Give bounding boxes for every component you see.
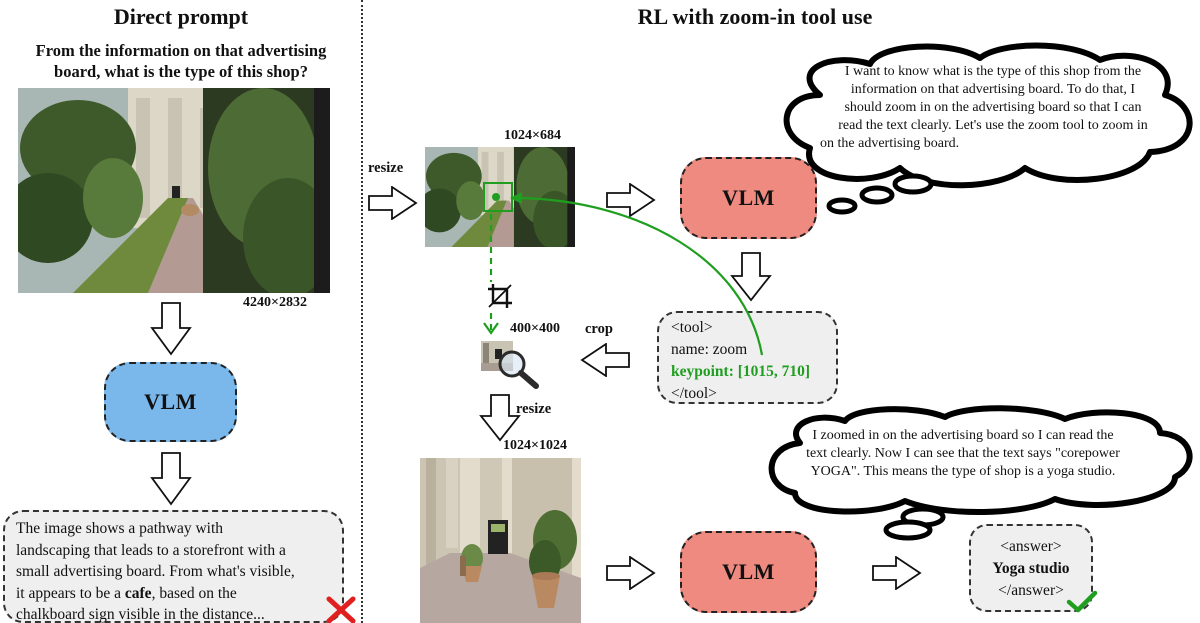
wrong-cross-icon [326,596,356,623]
vlm-box-answer: VLM [680,531,817,613]
check-icon [1066,590,1098,613]
resized-size-label: 1024×684 [504,128,561,143]
response-line: it appears to be a cafe, based on the [16,583,332,605]
direct-response-box: The image shows a pathway with landscapi… [3,510,344,623]
arrow-left-icon [580,343,630,377]
arrow-right-icon [368,186,418,220]
response-line: small advertising board. From what's vis… [16,563,295,580]
thought-line: should zoom in on the advertising board … [844,100,1142,115]
thought-text: I want to know what is the type of this … [808,63,1178,153]
thought-bubble [783,42,1193,215]
tool-open-tag: <tool> [671,319,713,336]
zoom-keypoint-dot [492,193,500,201]
response-line: landscaping that leads to a storefront w… [16,541,286,559]
vlm-label: VLM [722,185,775,210]
left-title: Direct prompt [113,4,249,29]
arrow-down-icon [150,452,192,506]
response-line: The image shows a pathway with [16,520,224,537]
answer-value: Yoga studio [992,560,1070,577]
zoomed-size-label: 1024×1024 [503,438,567,453]
resized-photo [425,147,575,247]
vlm-label: VLM [722,559,775,584]
response-answer-bold: cafe [124,584,152,602]
arrow-down-icon [479,394,521,442]
question-line: board, what is the type of this shop? [54,62,308,81]
zoomed-photo-art [420,458,581,623]
response-line: chalkboard sign visible in the distance.… [16,606,265,623]
original-photo-art [18,88,330,293]
thought-line: YOGA". This means the type of shop is a … [810,464,1116,479]
arrow-right-icon [606,183,656,217]
original-photo [18,88,330,293]
thought-bubble-dot [883,519,933,541]
resized-photo-art [425,147,575,247]
crop-label: crop [585,321,613,337]
right-title: RL with zoom-in tool use [637,4,873,29]
answer-box: <answer> Yoga studio </answer> [969,524,1093,612]
tool-name: name: zoom [671,341,748,358]
thought-line: I zoomed in on the advertising board so … [812,428,1114,443]
arrow-down-icon [730,252,772,302]
thought-line: information on that advertising board. T… [850,82,1136,97]
response-text: it appears to be a [16,584,125,602]
question-line: From the information on that advertising [35,41,327,60]
vlm-box-reasoning: VLM [680,157,817,239]
thought-line: on the advertising board. [820,136,960,151]
tool-close-tag: </tool> [671,385,717,402]
thought-line: text clearly. Now I can see that the tex… [806,446,1120,461]
magnifier-icon [498,350,539,389]
arrow-down-icon [150,302,192,356]
crop-icon [486,282,514,310]
zoomed-photo [420,458,581,623]
crop-size-label: 400×400 [510,321,560,336]
thought-line: read the text clearly. Let's use the zoo… [838,118,1148,133]
vlm-label: VLM [144,389,197,414]
divider-line [361,0,363,623]
crop-dashed-arrow [483,214,499,335]
tool-keypoint: keypoint: [1015, 710] [671,363,811,380]
thought-line: I want to know what is the type of this … [844,64,1142,79]
keypoint-link-curve [510,192,764,356]
resize-label: resize [368,160,404,176]
response-text: , based on the [151,584,237,602]
vlm-box-direct: VLM [104,362,237,442]
answer-open-tag: <answer> [1000,538,1062,555]
question: From the information on that advertising… [10,40,352,82]
arrow-right-icon [872,556,922,590]
original-size-label: 4240×2832 [243,295,307,310]
thought-text-2: I zoomed in on the advertising board so … [783,427,1143,481]
answer-close-tag: </answer> [998,582,1064,599]
resize-label-2: resize [516,401,552,417]
arrow-right-icon [606,556,656,590]
